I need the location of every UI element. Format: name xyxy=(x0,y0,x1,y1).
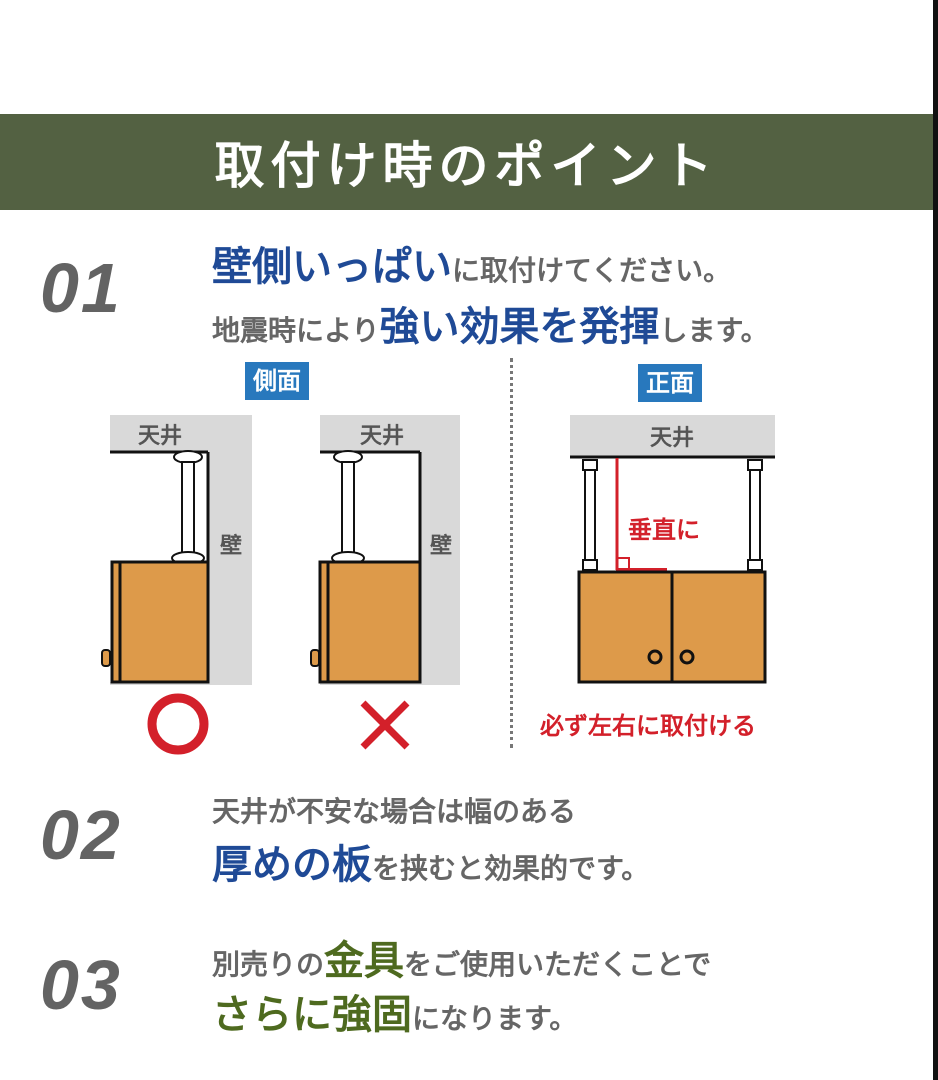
point-02-text: を挟むと効果的です。 xyxy=(372,852,650,885)
page-title: 取付け時のポイント xyxy=(214,137,719,195)
ceiling-label-front: 天井 xyxy=(650,426,694,451)
point-01-text-2a: 地震時により xyxy=(212,314,380,347)
wall-label-bad: 壁 xyxy=(430,533,452,559)
point-03-text-2: になります。 xyxy=(412,1002,578,1035)
point-number-03: 03 xyxy=(40,946,122,1024)
side-view-bad xyxy=(310,415,460,685)
good-mark-icon xyxy=(147,693,209,755)
ceiling-label-bad: 天井 xyxy=(360,424,404,449)
page-edge xyxy=(933,0,938,1080)
side-view-tag: 側面 xyxy=(245,362,309,400)
point-number-02: 02 xyxy=(40,796,122,874)
ceiling-label-good: 天井 xyxy=(138,424,182,449)
bad-mark-icon xyxy=(360,700,410,750)
front-view-diagram: 天井 垂直に xyxy=(570,415,775,684)
point-number-01: 01 xyxy=(40,249,122,327)
point-03-highlight-2: さらに強固 xyxy=(212,992,412,1038)
front-view-caption: 必ず左右に取付ける xyxy=(540,712,756,740)
point-02-highlight: 厚めの板 xyxy=(212,842,372,888)
point-03-text-1a: 別売りの xyxy=(212,948,325,981)
point-01-line-2: 地震時により強い効果を発揮します。 xyxy=(212,294,769,352)
side-view-diagrams: 天井 壁 天井 壁 xyxy=(101,415,460,685)
point-01-line-1: 壁側いっぱいに取付けてください。 xyxy=(212,234,731,292)
point-02-line-1: 天井が不安な場合は幅のある xyxy=(212,795,577,828)
point-03-highlight-1: 金具 xyxy=(324,938,405,984)
point-02-line-2: 厚めの板を挟むと効果的です。 xyxy=(212,832,649,890)
wall-label-good: 壁 xyxy=(220,533,242,559)
point-03-line-2: さらに強固になります。 xyxy=(212,982,577,1040)
point-01-highlight-2: 強い効果を発揮 xyxy=(379,304,660,350)
side-view-good xyxy=(101,415,252,685)
front-view-tag: 正面 xyxy=(638,364,702,402)
point-03-line-1: 別売りの金具をご使用いただくことで xyxy=(212,928,711,986)
point-01-text-1: に取付けてください。 xyxy=(452,254,732,287)
point-01-text-2b: します。 xyxy=(659,314,769,347)
point-01-highlight-1: 壁側いっぱい xyxy=(212,244,452,290)
point-03-text-1b: をご使用いただくことで xyxy=(404,948,712,981)
header-banner: 取付け時のポイント xyxy=(0,114,933,210)
diagram-divider xyxy=(510,358,513,748)
vertical-label: 垂直に xyxy=(628,516,700,544)
